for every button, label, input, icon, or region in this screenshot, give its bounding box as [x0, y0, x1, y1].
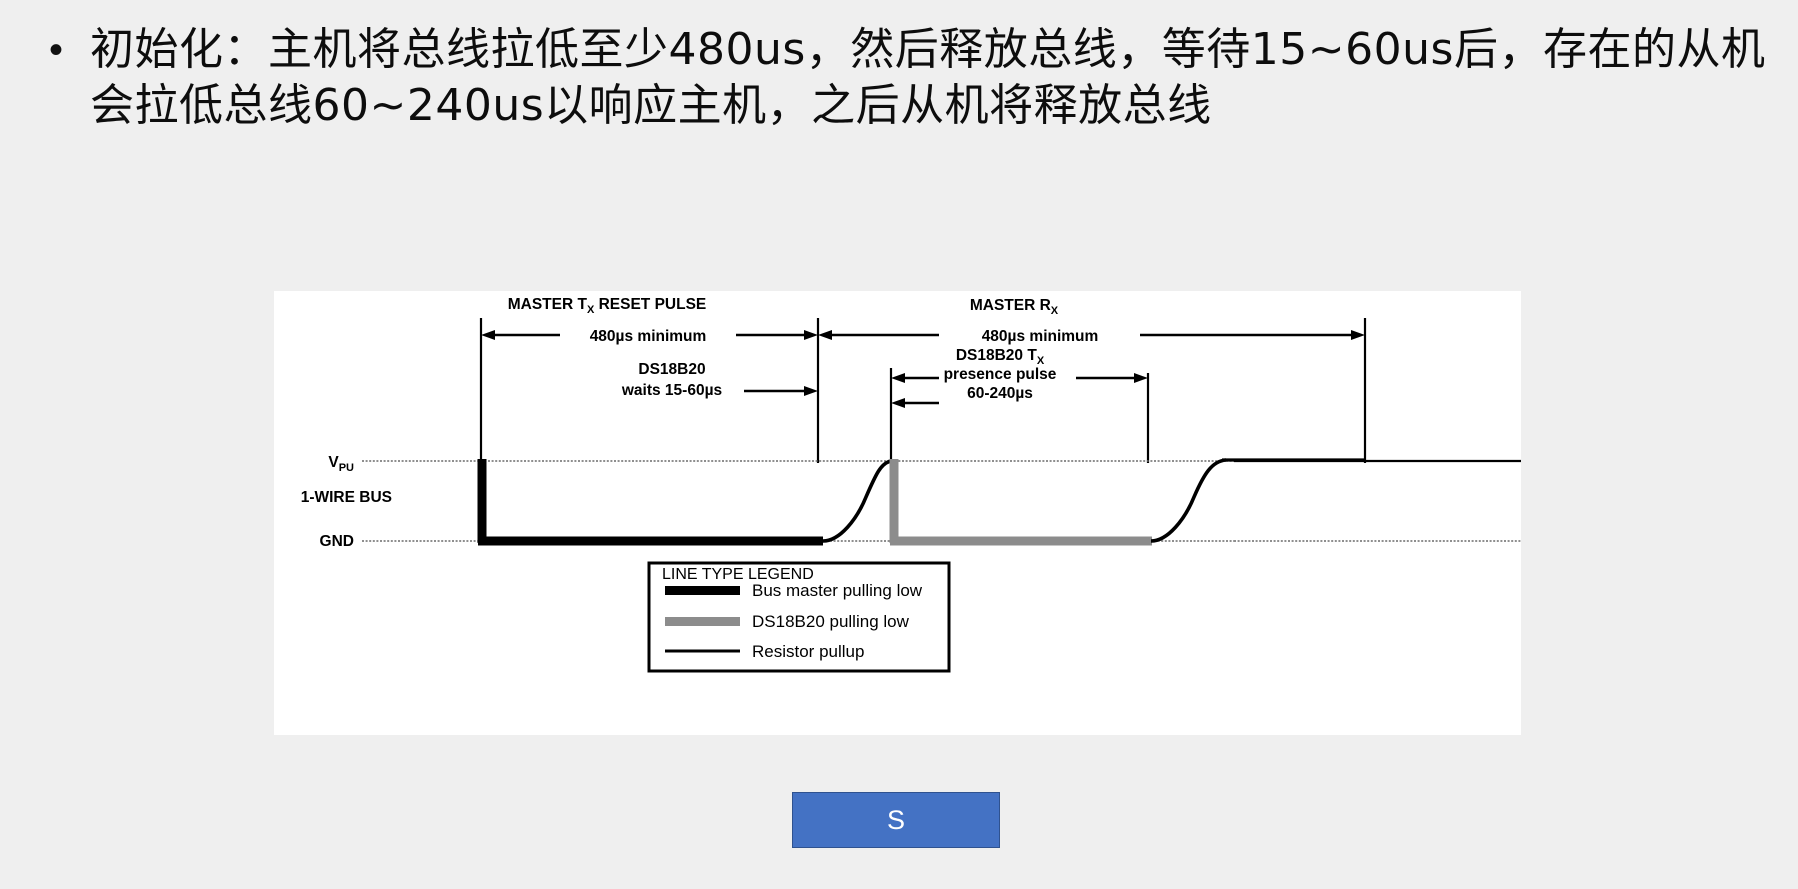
presence-pulse-line3: 60-240µs — [967, 385, 1033, 402]
bullet-marker: • — [48, 28, 63, 72]
legend-swatch-bus-master — [665, 586, 740, 595]
s-button[interactable]: S — [792, 792, 1000, 848]
waveform-rise-after-reset — [822, 459, 892, 543]
dimension-master-rx: 480µs minimum — [818, 328, 1365, 345]
ds18b20-waits-line2: waits 15-60µs — [621, 382, 722, 399]
axis-label-1wire-bus: 1-WIRE BUS — [301, 489, 392, 506]
axis-label-vpu: VPU — [328, 454, 354, 474]
ds18b20-waits-line1: DS18B20 — [638, 361, 705, 378]
dimension-ds18b20-waits: DS18B20 waits 15-60µs — [621, 361, 818, 399]
timing-diagram-panel: MASTER TX RESET PULSE MASTER RX 480µs mi… — [274, 291, 1521, 735]
waveform-rise-after-presence — [1150, 458, 1227, 543]
master-rx-title: MASTER RX — [970, 297, 1059, 317]
master-rx-duration-label: 480µs minimum — [982, 328, 1099, 345]
dimension-master-tx: 480µs minimum — [481, 328, 818, 345]
bullet-paragraph: • 初始化：主机将总线拉低至少480us，然后释放总线，等待15~60us后，存… — [22, 22, 1782, 134]
presence-pulse-line1: DS18B20 TX — [956, 347, 1045, 367]
line-type-legend: LINE TYPE LEGEND Bus master pulling low … — [647, 561, 951, 673]
legend-label-resistor-pullup: Resistor pullup — [752, 642, 864, 661]
legend-label-ds18b20: DS18B20 pulling low — [752, 612, 910, 631]
legend-label-bus-master: Bus master pulling low — [752, 581, 923, 600]
master-tx-title: MASTER TX RESET PULSE — [508, 296, 707, 316]
master-tx-duration-label: 480µs minimum — [590, 328, 707, 345]
waveform-presence-pulse — [889, 459, 1152, 546]
legend-swatch-ds18b20 — [665, 617, 740, 626]
axis-label-gnd: GND — [320, 533, 354, 550]
waveform-master-pull-low — [477, 459, 823, 546]
timing-diagram: MASTER TX RESET PULSE MASTER RX 480µs mi… — [301, 296, 1521, 673]
legend-title: LINE TYPE LEGEND — [662, 566, 814, 583]
bullet-text: 初始化：主机将总线拉低至少480us，然后释放总线，等待15~60us后，存在的… — [90, 24, 1766, 131]
presence-pulse-line2: presence pulse — [944, 366, 1057, 383]
dimension-presence-pulse: DS18B20 TX presence pulse 60-240µs — [889, 347, 1150, 463]
